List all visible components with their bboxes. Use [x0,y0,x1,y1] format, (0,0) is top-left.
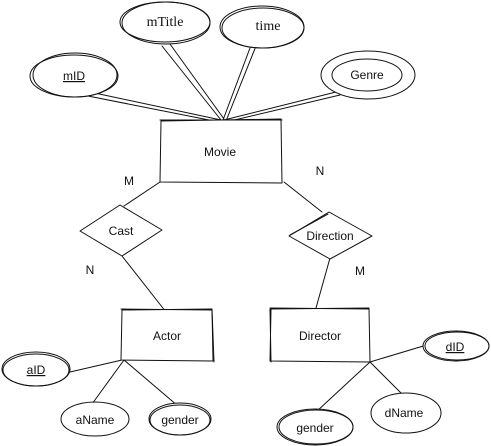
relationship-cast[interactable]: Cast [79,204,163,257]
line-cast-actor [121,255,167,313]
line-dname-director [369,361,405,397]
line-time-movie [222,45,257,122]
line-movie-direction [283,181,323,213]
entity-actor[interactable]: Actor [120,308,215,363]
entity-movie-label: Movie [204,145,236,159]
attribute-dname-label: dName [385,406,424,420]
cardinality-cast-actor: N [86,263,95,277]
relationship-direction[interactable]: Direction [288,211,373,260]
line-gender-actor [123,359,179,407]
line-genre-movie [223,91,341,123]
attribute-genre-label: Genre [350,68,384,82]
attribute-did-label: dID [446,340,465,354]
attribute-mtitle[interactable]: mTitle [119,1,211,45]
attribute-mid[interactable]: mID [29,52,119,98]
cardinality-movie-direction: N [316,164,325,178]
entity-movie[interactable]: Movie [159,118,283,184]
entity-director[interactable]: Director [269,307,371,363]
connectors [69,43,431,413]
line-direction-director [315,257,331,309]
line-mid-movie [87,91,222,123]
attribute-genre[interactable]: Genre [320,50,416,100]
attribute-did[interactable]: dID [422,330,490,362]
attribute-mid-label: mID [63,69,85,83]
entity-director-label: Director [299,329,341,343]
line-aid-actor [69,359,123,373]
relationship-cast-label: Cast [109,224,134,238]
line-did-director [369,343,431,363]
relationship-direction-label: Direction [306,229,353,243]
attribute-aid[interactable]: aID [1,351,71,387]
attribute-aid-label: aID [27,363,46,377]
line-mtitle-movie [161,43,225,121]
attribute-mtitle-label: mTitle [147,15,184,30]
attribute-aname[interactable]: aName [60,401,130,437]
line-aname-actor [91,359,125,405]
entity-actor-label: Actor [153,329,181,343]
attribute-time-label: time [256,19,281,34]
attribute-director-gender-label: gender [296,421,333,435]
attribute-actor-gender[interactable]: gender [148,402,212,436]
attribute-director-gender[interactable]: gender [276,408,354,446]
line-gender-director [315,361,371,413]
cardinality-movie-cast: M [124,174,134,188]
attribute-time[interactable]: time [219,5,305,49]
line-movie-cast [123,181,161,207]
cardinality-direction-director: M [355,264,365,278]
attribute-actor-gender-label: gender [161,413,198,427]
attribute-dname[interactable]: dName [370,392,442,434]
attribute-aname-label: aName [76,413,115,427]
